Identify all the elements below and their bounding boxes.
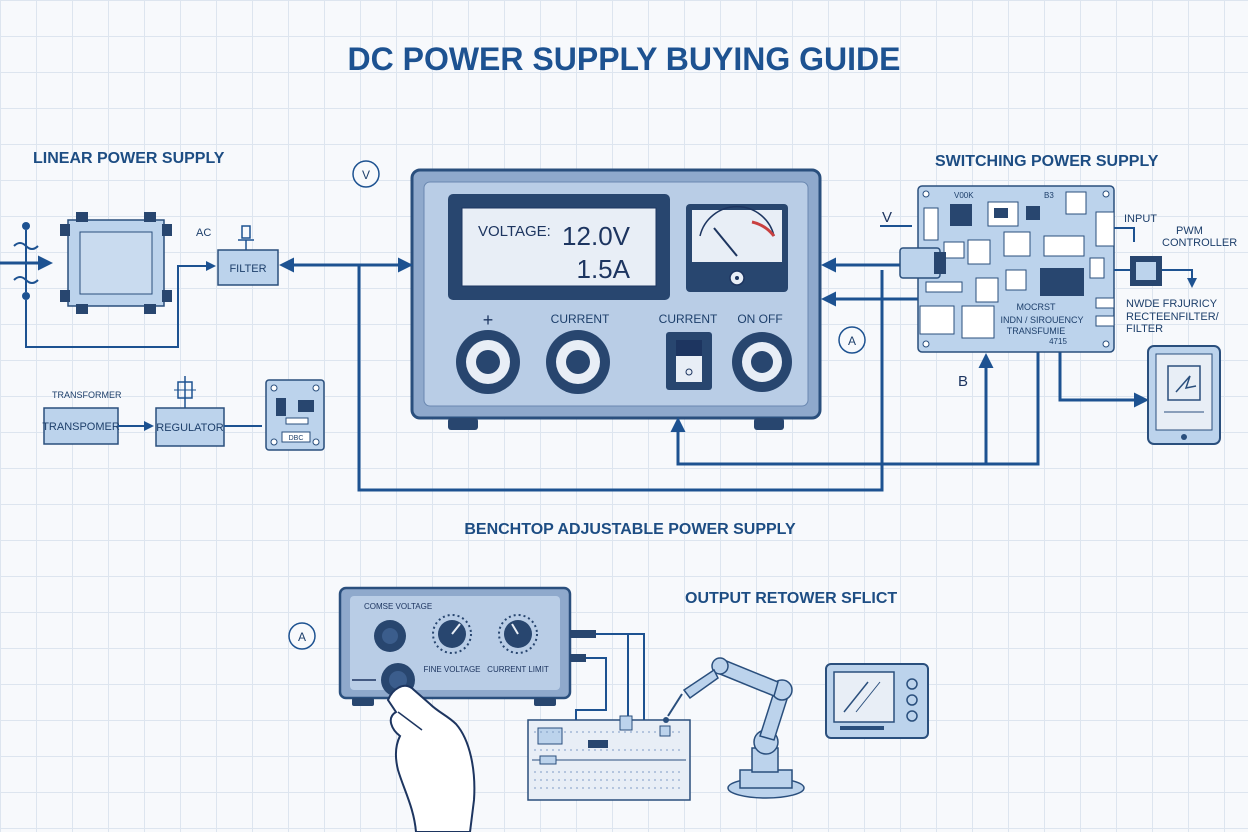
- board-code-label: 4715: [1049, 337, 1067, 346]
- power-knob[interactable]: [732, 332, 792, 392]
- board-mosfet-label: MOCRST: [1017, 302, 1056, 312]
- pwm-chip-icon: [1114, 256, 1197, 288]
- tablet-icon: [1147, 345, 1221, 445]
- robot-arm-icon: [663, 657, 805, 799]
- ac-label: AC: [196, 227, 211, 239]
- voltmeter-marker: V: [352, 160, 380, 188]
- transpomer-label: TRANSPOMER: [42, 421, 120, 433]
- lcd-display: VOLTAGE: 12.0V 1.5A: [448, 194, 670, 300]
- switching-board: V00K B3 MOCRST INDN / SIROUENCY TRANSFUM…: [917, 185, 1115, 353]
- section-switching-title: SWITCHING POWER SUPPLY: [935, 153, 1159, 170]
- hf-line2-label: RECTEENFILTER/: [1126, 311, 1220, 323]
- oscilloscope-icon: [825, 663, 929, 739]
- filter-label: FILTER: [229, 263, 266, 275]
- pwm-label: PWM: [1176, 225, 1203, 237]
- hand-icon: [386, 684, 476, 832]
- board-top-label: V00K: [954, 191, 974, 200]
- switching-b-label: B: [958, 373, 968, 390]
- regulator-label: REGULATOR: [156, 422, 223, 434]
- switching-v-label: V: [882, 209, 892, 226]
- transpomer-box: [43, 407, 119, 445]
- main-power-supply: VOLTAGE: 12.0V 1.5A + CURRENT CURRENT ON…: [410, 168, 822, 430]
- coarse-voltage-knob[interactable]: [374, 620, 406, 652]
- voltage-value: 12.0V: [562, 221, 631, 251]
- breadboard-icon: [527, 715, 691, 801]
- section-output-title: OUTPUT RETOWER SFLICT: [685, 590, 897, 607]
- ammeter-marker-bottom: A: [288, 622, 316, 650]
- controller-label: CONTROLLER: [1162, 237, 1237, 249]
- regulator-box: [155, 407, 225, 447]
- transformer-icon: [60, 212, 172, 314]
- voltage-knob[interactable]: [456, 330, 520, 394]
- linear-supply-group: AC FILTER TRANSFORMER TRANSPOMER REGULAT…: [0, 212, 412, 451]
- hf-line1-label: NWDE FRJURICY: [1126, 298, 1218, 310]
- svg-text:A: A: [298, 630, 306, 644]
- fine-voltage-knob[interactable]: [432, 614, 472, 654]
- onoff-label: ON OFF: [737, 312, 782, 326]
- section-linear-title: LINEAR POWER SUPPLY: [33, 150, 225, 167]
- board-transformer-label: TRANSFUMIE: [1007, 326, 1066, 336]
- current-knob[interactable]: [546, 330, 610, 394]
- input-connector-icon: [899, 247, 946, 279]
- coarse-voltage-label: COMSE VOLTAGE: [364, 602, 432, 611]
- board-b3-label: B3: [1044, 191, 1054, 200]
- linear-board-code: DBC: [289, 435, 304, 442]
- analog-meter-icon: [686, 204, 788, 292]
- transformer-top-label: TRANSFORMER: [52, 390, 122, 400]
- current-switch-label: CURRENT: [659, 312, 718, 326]
- ammeter-marker: A: [838, 326, 866, 354]
- filter-cap-icon: [238, 225, 254, 250]
- ac-source-icon: [0, 222, 53, 300]
- hf-line3-label: FILTER: [1126, 323, 1163, 335]
- regulator-chip-icon: [174, 376, 196, 408]
- current-value: 1.5A: [577, 254, 631, 284]
- plus-label: +: [483, 310, 494, 330]
- current-switch[interactable]: [666, 332, 712, 390]
- fine-voltage-label: FINE VOLTAGE: [423, 665, 480, 674]
- benchtop-supply: COMSE VOLTAGE FINE VOLTAGE CURRENT LIMIT: [338, 586, 596, 706]
- current-limit-label: CURRENT LIMIT: [487, 665, 549, 674]
- section-benchtop-title: BENCHTOP ADJUSTABLE POWER SUPPLY: [464, 521, 796, 538]
- svg-text:A: A: [848, 334, 856, 348]
- voltage-label: VOLTAGE:: [478, 223, 551, 240]
- current-knob-label: CURRENT: [551, 312, 610, 326]
- linear-board-icon: DBC: [265, 379, 325, 451]
- current-limit-knob[interactable]: [498, 614, 538, 654]
- board-freq-label: INDN / SIROUENCY: [1000, 315, 1083, 325]
- filter-box: [217, 249, 279, 286]
- input-label: INPUT: [1124, 213, 1157, 225]
- page-title: DC POWER SUPPLY BUYING GUIDE: [348, 41, 901, 77]
- svg-text:V: V: [362, 168, 370, 182]
